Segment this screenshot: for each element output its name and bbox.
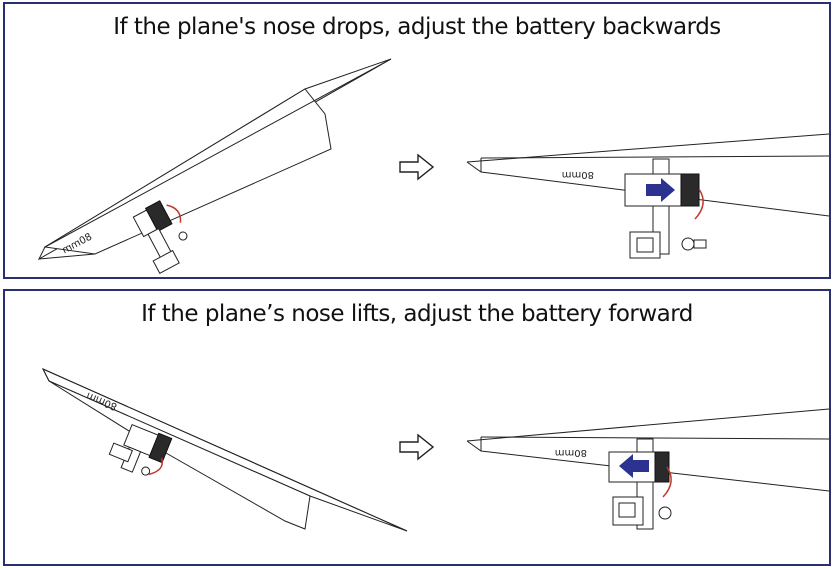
panel-nose-drops: If the plane's nose drops, adjust the ba… <box>3 2 831 279</box>
arrow-backward-icon <box>646 178 675 202</box>
panel-nose-lifts: If the plane’s nose lifts, adjust the ba… <box>3 289 831 566</box>
battery-module-tilted <box>108 423 173 476</box>
panel-caption: If the plane’s nose lifts, adjust the ba… <box>141 301 693 327</box>
arrow-forward-icon <box>619 454 649 478</box>
plane-mark-label: 80mm <box>555 447 587 458</box>
plane-mark-label: 80mm <box>562 169 594 180</box>
paper-plane-tilted <box>37 58 392 261</box>
battery-module-tilted <box>132 200 188 274</box>
battery-module-closeup <box>624 158 707 259</box>
diagram-nose-drops: 80mm 80mm <box>37 58 829 274</box>
next-step-arrow-icon <box>399 433 435 461</box>
paper-plane-closeup <box>466 408 829 492</box>
paper-plane-tilted <box>41 367 408 532</box>
battery-module-closeup <box>608 438 672 530</box>
next-step-arrow-icon <box>399 153 435 181</box>
diagram-nose-lifts: 80mm 80mm <box>41 367 829 532</box>
paper-plane-closeup <box>466 133 829 217</box>
panel-caption: If the plane's nose drops, adjust the ba… <box>113 14 721 40</box>
